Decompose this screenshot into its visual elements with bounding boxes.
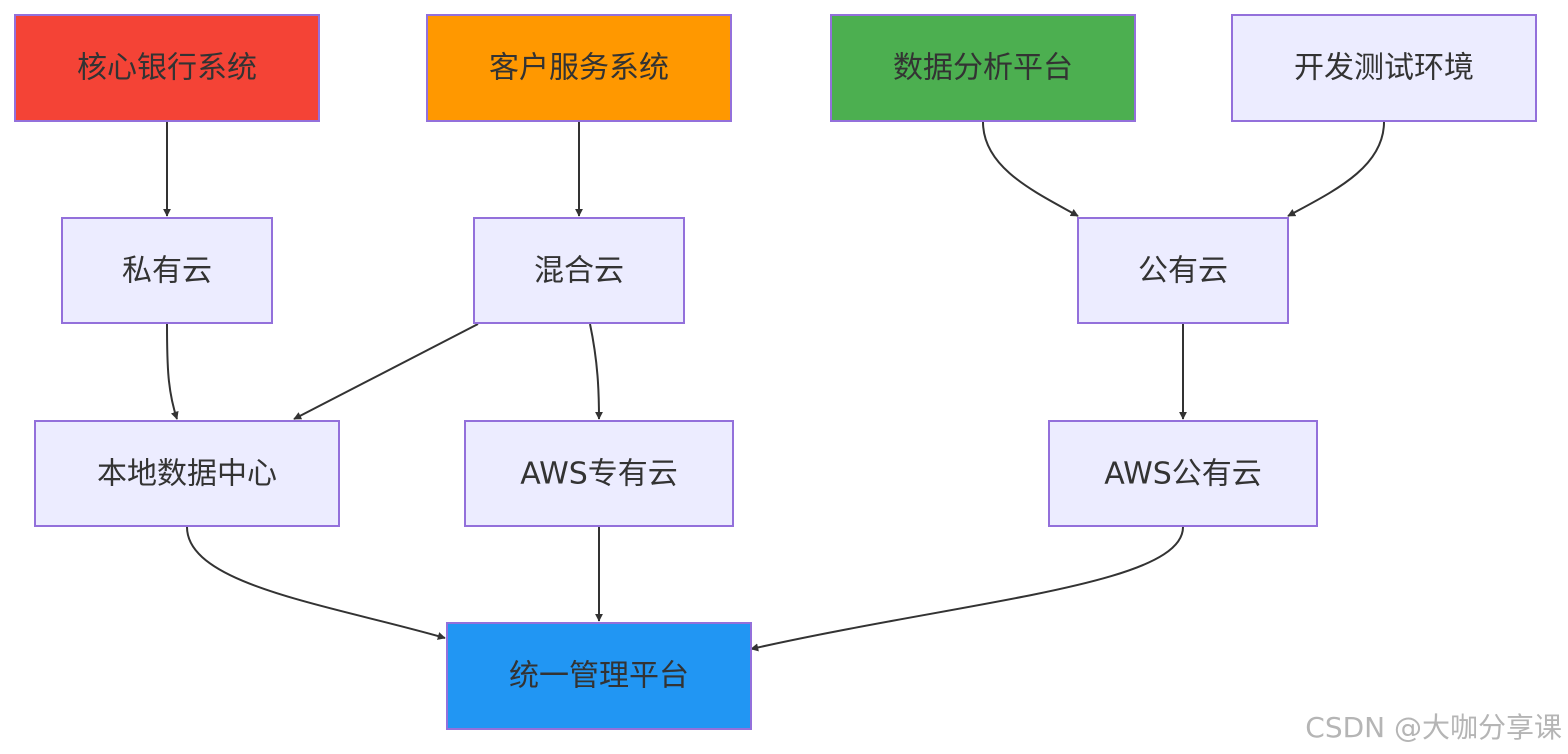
edge-dev-test-to-public-cloud [1287,121,1385,217]
node-box [426,14,732,122]
node-label: 本地数据中心 [97,457,277,492]
node-hybrid-cloud[interactable]: 混合云 [473,217,685,324]
node-data-analytics[interactable]: 数据分析平台 [830,14,1136,122]
node-box [1077,217,1289,324]
node-label: 公有云 [1138,254,1228,289]
node-unified-mgmt[interactable]: 统一管理平台 [446,622,752,730]
node-aws-public[interactable]: AWS公有云 [1048,420,1318,527]
node-private-cloud[interactable]: 私有云 [61,217,273,324]
node-label: 核心银行系统 [77,51,257,86]
node-box [1048,420,1318,527]
node-box [464,420,734,527]
node-box [14,14,320,122]
node-label: 混合云 [534,254,624,289]
edge-local-datacenter-to-unified-mgmt [186,526,446,640]
node-label: AWS公有云 [1104,457,1262,492]
node-box [830,14,1136,122]
node-label: 私有云 [122,254,212,289]
edge-data-analytics-to-public-cloud [982,121,1079,217]
edges [163,121,1385,652]
node-label: 统一管理平台 [509,659,689,694]
node-label: 客户服务系统 [489,51,669,86]
node-aws-dedicated[interactable]: AWS专有云 [464,420,734,527]
nodes: 核心银行系统 客户服务系统 数据分析平台 开发测试环境 私有云 混合云 公有云 [14,14,1537,730]
edge-aws-public-to-unified-mgmt [750,526,1184,652]
edge-private-cloud-to-local-datacenter [166,323,179,420]
node-box [34,420,340,527]
node-box [61,217,273,324]
edge-hybrid-cloud-to-local-datacenter [293,323,479,420]
node-box [473,217,685,324]
node-public-cloud[interactable]: 公有云 [1077,217,1289,324]
node-label: AWS专有云 [520,457,678,492]
node-box [446,622,752,730]
node-local-datacenter[interactable]: 本地数据中心 [34,420,340,527]
node-customer-service[interactable]: 客户服务系统 [426,14,732,122]
node-label: 开发测试环境 [1294,51,1474,86]
watermark: CSDN @大咖分享课 [1305,711,1562,744]
node-label: 数据分析平台 [893,51,1073,86]
edge-hybrid-cloud-to-aws-dedicated [589,323,603,420]
node-dev-test[interactable]: 开发测试环境 [1231,14,1537,122]
node-box [1231,14,1537,122]
node-core-banking[interactable]: 核心银行系统 [14,14,320,122]
